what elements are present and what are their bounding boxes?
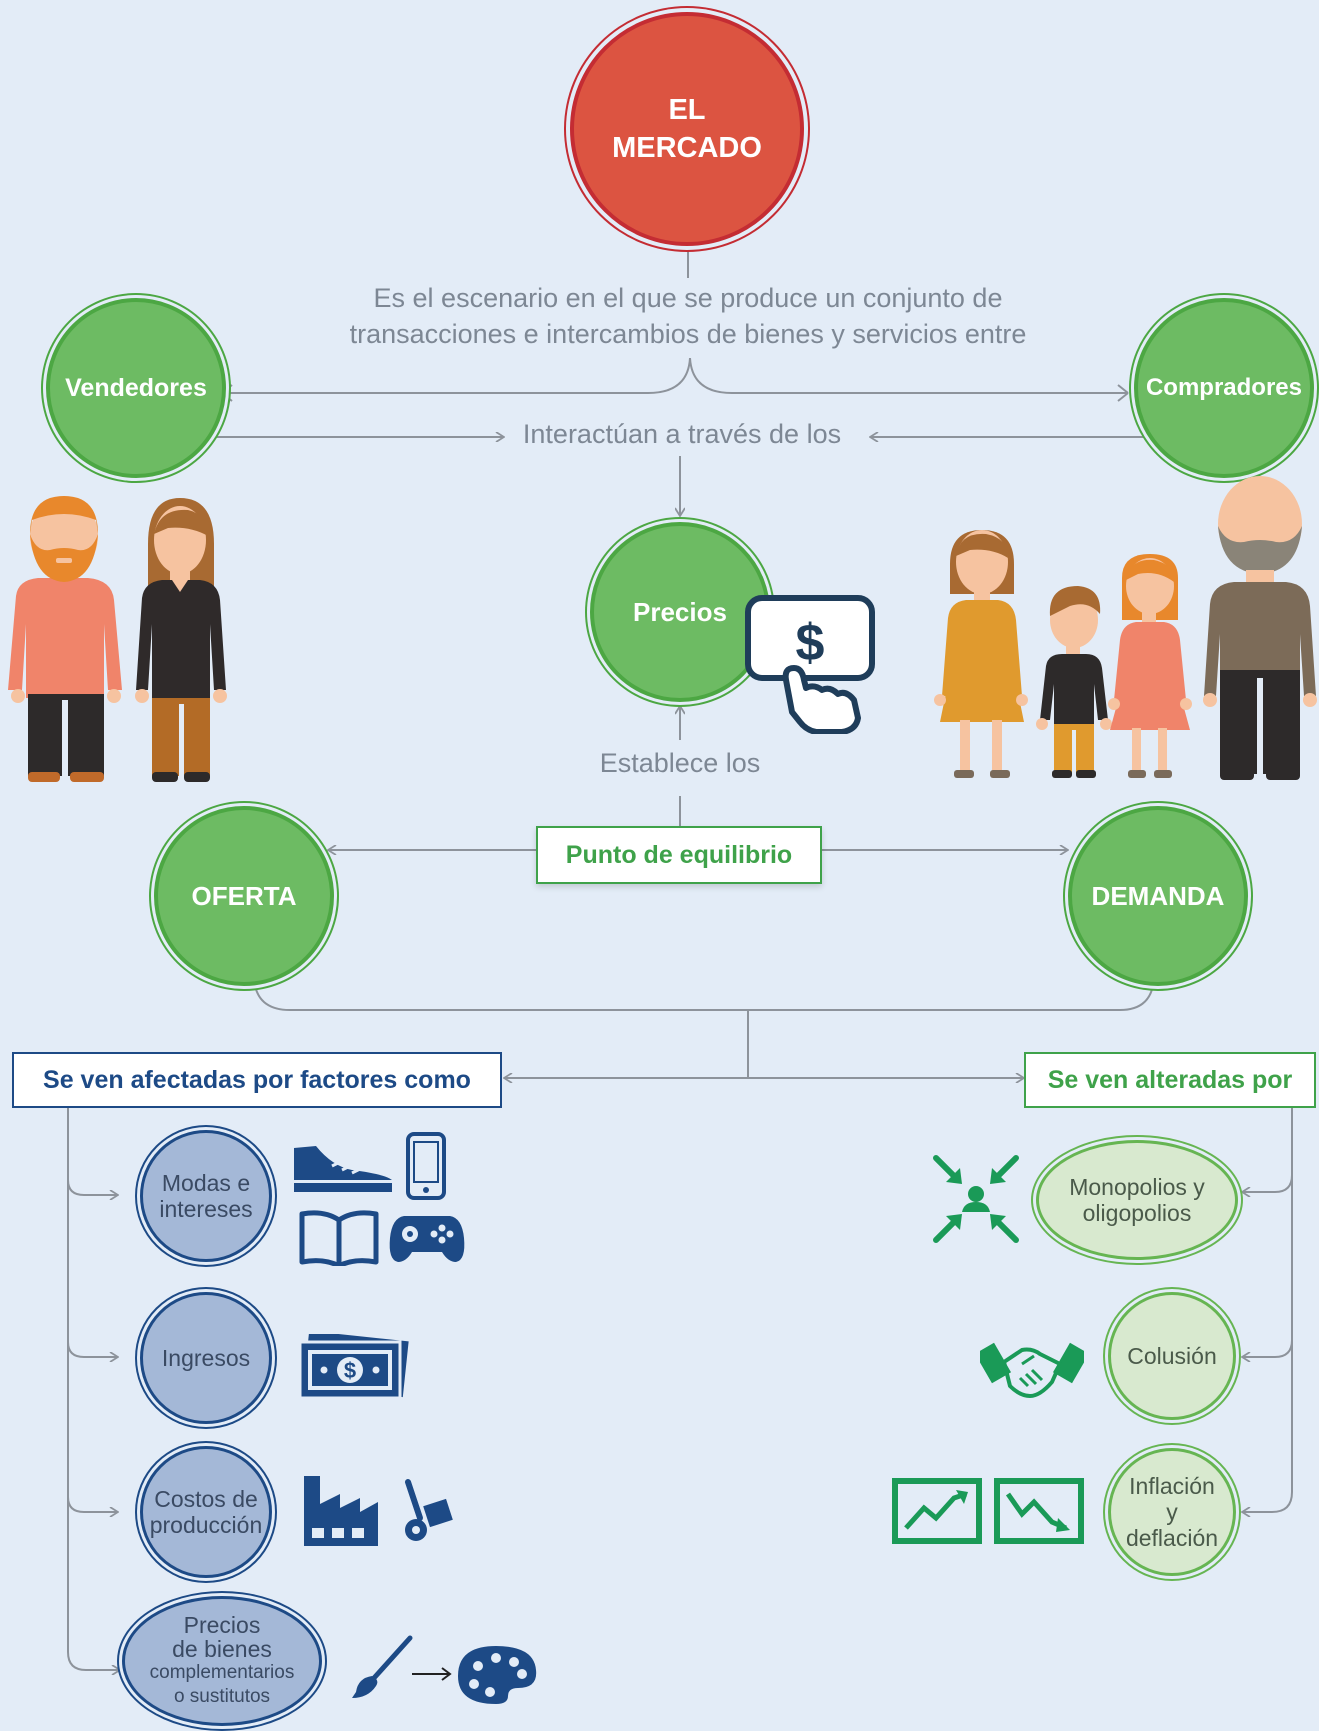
sellers-label: Vendedores [65,373,207,402]
brush-icon [352,1635,413,1698]
factor-income-label: Ingresos [161,1345,251,1371]
equilibrium-label: Punto de equilibrio [565,840,793,869]
market-title-line2: MERCADO [612,132,762,164]
sneaker-icon [294,1146,392,1192]
svg-text:$: $ [344,1358,356,1383]
hand-truck-icon [405,1479,453,1541]
left-header-label: Se ven afectadas por factores como [43,1065,471,1094]
palette-icon [458,1646,537,1704]
sellers-circle: Vendedores [46,298,226,478]
alteration-inflation-circle: Inflación y deflación [1108,1448,1236,1576]
price-tap-icon: $ [745,595,875,734]
alteration-inflation-line3: deflación [1125,1525,1219,1551]
factor-income-circle: Ingresos [140,1292,272,1424]
definition-line2: transacciones e intercambios de bienes y… [349,319,1027,349]
prices-label: Precios [633,596,727,627]
smartphone-icon [406,1132,446,1200]
factor-fashion-circle: Modas e intereses [140,1130,272,1262]
alteration-monopoly-line1: Monopolios y [1069,1174,1205,1200]
money-icon: $ [298,1334,409,1400]
equilibrium-box: Punto de equilibrio [536,826,822,884]
establishes-text: Establece los [599,748,761,778]
demand-circle: DEMANDA [1068,806,1248,986]
right-header-box: Se ven alteradas por [1024,1052,1316,1108]
alteration-monopoly-circle: Monopolios y oligopolios [1036,1140,1238,1260]
factor-related-line1: Precios [183,1612,261,1638]
alteration-collusion-circle: Colusión [1108,1292,1236,1420]
sellers-people-illustration [8,496,227,782]
factor-costs-circle: Costos de producción [140,1446,272,1578]
buyers-circle: Compradores [1134,298,1314,478]
factor-costs-line2: producción [149,1512,263,1538]
right-header-label: Se ven alteradas por [1047,1065,1293,1094]
supply-label: OFERTA [191,880,297,911]
factory-icon [304,1476,378,1546]
definition-line1: Es el escenario en el que se produce un … [373,283,1003,313]
alteration-collusion-label: Colusión [1127,1343,1217,1369]
monopoly-converge-icon [933,1155,1019,1243]
market-definition: Es el escenario en el que se produce un … [260,280,1116,352]
deflation-chart-icon [994,1478,1084,1544]
factor-costs-line1: Costos de [154,1486,258,1512]
supply-circle: OFERTA [154,806,334,986]
factor-related-line3: complementarios [149,1662,295,1683]
arrow-right-icon [412,1667,452,1681]
book-icon [299,1210,379,1266]
left-header-box: Se ven afectadas por factores como [12,1052,502,1108]
factor-related-prices-circle: Precios de bienes complementarios o sust… [122,1596,322,1726]
prices-circle: Precios [590,522,770,702]
handshake-icon [980,1342,1084,1398]
buyers-people-illustration [934,476,1317,780]
alteration-inflation-line2: y [1166,1499,1178,1525]
factor-fashion-line2: intereses [159,1196,253,1222]
interact-text: Interactúan a través de los [522,419,842,449]
gamepad-icon [389,1216,465,1262]
alteration-inflation-line1: Inflación [1129,1473,1215,1499]
factor-fashion-line1: Modas e [161,1170,251,1196]
buyers-label: Compradores [1145,374,1303,401]
market-title-line1: EL [668,94,706,126]
factor-related-line4: o sustitutos [173,1686,271,1707]
demand-label: DEMANDA [1091,880,1225,911]
alteration-monopoly-line2: oligopolios [1082,1200,1192,1226]
inflation-chart-icon [892,1478,982,1544]
market-title-circle: EL MERCADO [570,12,804,246]
factor-related-line2: de bienes [172,1636,272,1662]
svg-text:$: $ [796,614,825,672]
